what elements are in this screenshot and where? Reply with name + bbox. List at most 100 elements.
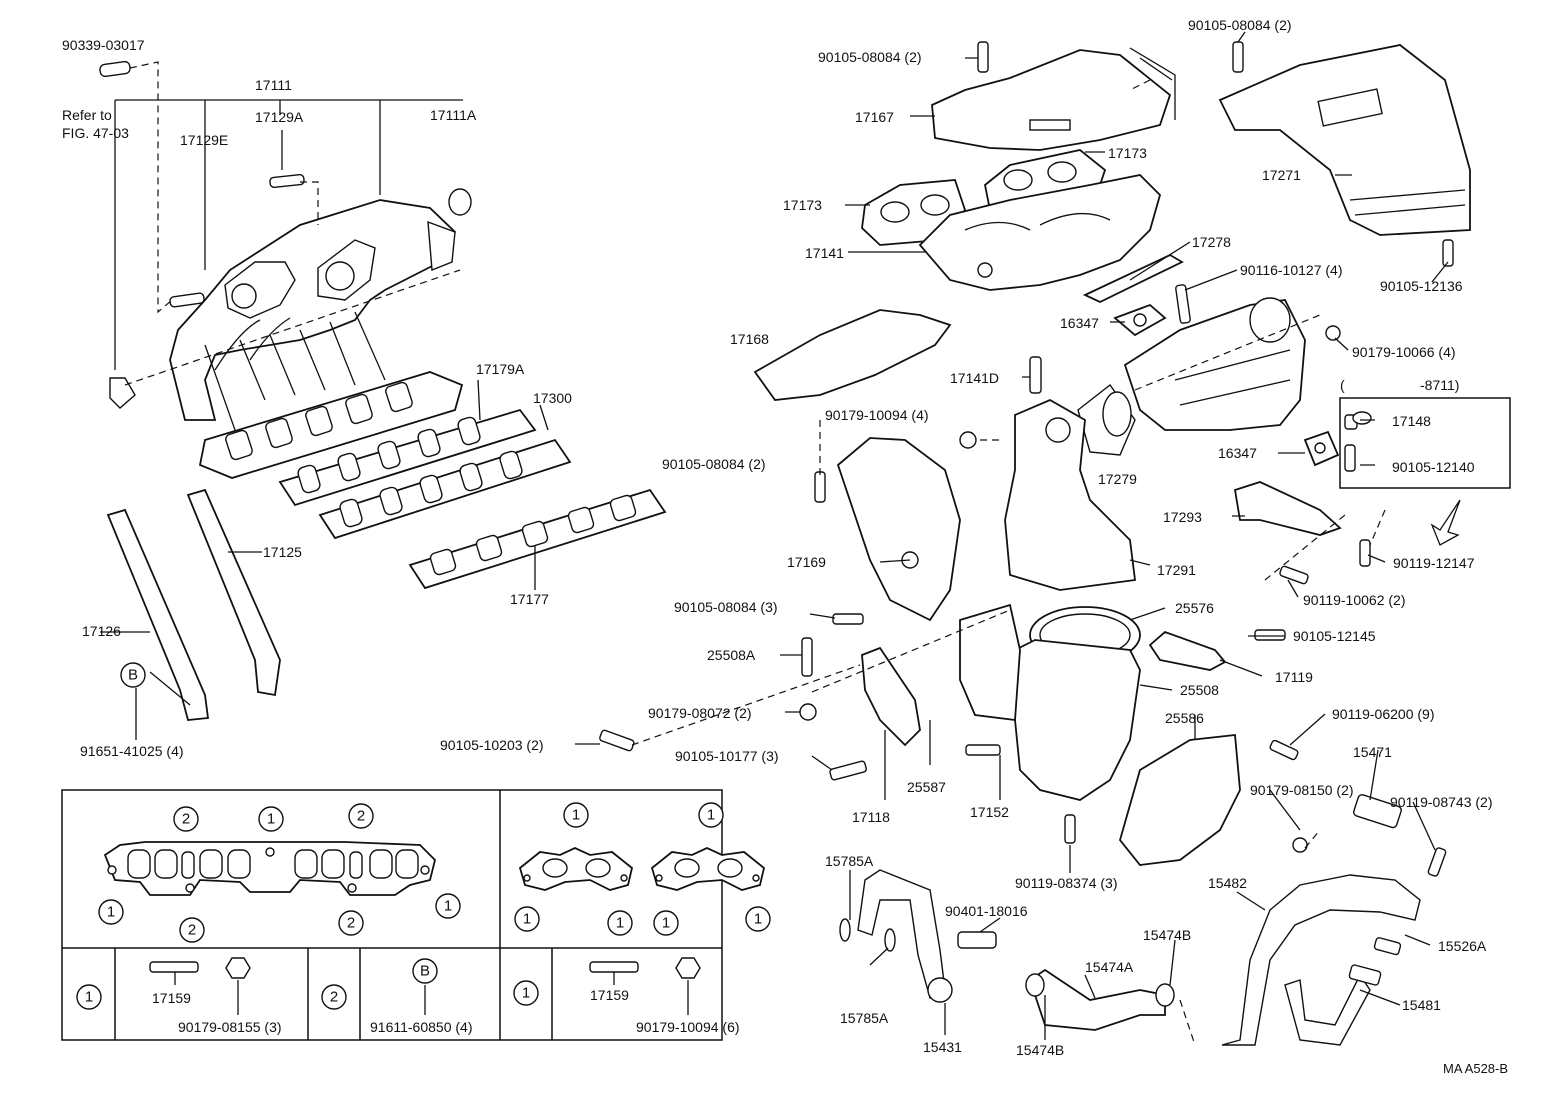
manifold-stay-17126 (106, 508, 210, 721)
label-15785A-top: 15785A (825, 853, 874, 869)
table-marker-B: B (412, 958, 438, 984)
pipe-15431 (857, 869, 953, 1003)
table-stud-17159-left: 17159 (152, 990, 191, 1006)
label-17141: 17141 (805, 245, 844, 261)
label-15431: 15431 (923, 1039, 962, 1055)
heat-insulator-25586 (1119, 734, 1241, 866)
stud-17141D (1029, 356, 1042, 394)
hose-17119 (1148, 630, 1227, 671)
label-17111: 17111 (255, 77, 292, 93)
catalytic-converter-25508 (1014, 639, 1141, 801)
water-hose-15481 (1284, 973, 1371, 1046)
table-nut-91611-60850: 91611-60850 (4) (370, 1019, 472, 1035)
hose-fitting (109, 377, 136, 409)
label-refer-to: Refer to (62, 107, 112, 123)
svg-text:1: 1 (523, 911, 531, 928)
svg-text:1: 1 (662, 915, 670, 932)
intake-manifold-17111 (169, 188, 472, 431)
label-90119-12147: 90119-12147 (1393, 555, 1475, 571)
label-90119-10062: 90119-10062 (2) (1303, 592, 1405, 608)
table-key-2: 2 (321, 984, 347, 1010)
table-circle-bottom-left-2: 2 (179, 917, 205, 943)
stud-90116-10127 (1175, 284, 1191, 324)
label-90105-10203: 90105-10203 (2) (440, 737, 544, 753)
label-90105-08084-3: 90105-08084 (3) (674, 599, 778, 615)
label-90339-03017: 90339-03017 (62, 37, 145, 53)
heat-insulator-25587 (959, 603, 1021, 722)
table-circle-bottom-left-3: 2 (338, 910, 364, 936)
intake-spacer-17300 (318, 438, 572, 540)
exhaust-pipe-17279 (1077, 383, 1136, 456)
table-circle-top-right-2: 1 (698, 802, 724, 828)
gasket-kit-table: 2 1 2 1 2 2 1 1 1 1 1 1 1 1 17159 90179-… (61, 789, 771, 1041)
label-90179-08150: 90179-08150 (2) (1250, 782, 1354, 798)
bracket-17169 (836, 437, 961, 622)
bolt-17129E (169, 292, 205, 308)
table-key-1-left: 1 (76, 984, 102, 1010)
label-17173-right: 17173 (1108, 145, 1147, 161)
label-90119-08743: 90119-08743 (2) (1390, 794, 1492, 810)
turbo-elbow-17291 (1004, 398, 1137, 591)
label-90179-10066: 90179-10066 (4) (1352, 344, 1456, 360)
label-90105-08084-mid: 90105-08084 (2) (662, 456, 766, 472)
label-90105-12140: 90105-12140 (1392, 459, 1475, 475)
label-25508: 25508 (1180, 682, 1219, 698)
table-key-1-right: 1 (513, 980, 539, 1006)
fasteners-right (599, 41, 1454, 1007)
label-17129A: 17129A (255, 109, 304, 125)
label-17173-left: 17173 (783, 197, 822, 213)
label-17141D: 17141D (950, 370, 999, 386)
svg-text:2: 2 (182, 811, 190, 828)
heat-insulator-17271 (1218, 44, 1471, 236)
svg-text:1: 1 (572, 807, 580, 824)
label-17293: 17293 (1163, 509, 1202, 525)
label-17126: 17126 (82, 623, 121, 639)
label-16347-upper: 16347 (1060, 315, 1099, 331)
water-pipe-15482 (1221, 874, 1421, 1046)
table-circle-bottom-left-1: 1 (98, 899, 124, 925)
label-90105-10177: 90105-10177 (3) (675, 748, 779, 764)
label-17129E: 17129E (180, 132, 228, 148)
exhaust-manifold-17141 (918, 174, 1162, 291)
label-16347-lower: 16347 (1218, 445, 1257, 461)
part-labels: 90339-03017 17111 Refer to FIG. 47-03 17… (62, 17, 1508, 1076)
label-25587: 25587 (907, 779, 946, 795)
gasket-16347-upper (1113, 303, 1167, 337)
heat-insulator-17167 (931, 47, 1176, 151)
label-15471: 15471 (1353, 744, 1392, 760)
label-open-paren: ( (1340, 377, 1345, 393)
label-17111A: 17111A (430, 107, 477, 123)
manifold-stay-17125 (186, 488, 281, 697)
heat-insulator-17168 (753, 309, 952, 401)
label-17300: 17300 (533, 390, 572, 406)
label-17167: 17167 (855, 109, 894, 125)
leader-lines-right (575, 31, 1449, 1046)
label-25586: 25586 (1165, 710, 1204, 726)
table-circle-bottom-left-4: 1 (435, 893, 461, 919)
bracket-17293 (1233, 481, 1342, 536)
intake-gasket-17177 (408, 488, 667, 590)
label-17291: 17291 (1157, 562, 1196, 578)
table-circle-top-left-3: 2 (348, 803, 374, 829)
stud-90339-03017 (99, 60, 131, 78)
label-drawing-code: MA A528-B (1443, 1061, 1508, 1076)
bracket-17118 (861, 646, 921, 747)
label-17119: 17119 (1275, 669, 1313, 685)
label-15474B-bottom: 15474B (1016, 1042, 1064, 1058)
label-91651-41025: 91651-41025 (4) (80, 743, 184, 759)
label-90105-12136: 90105-12136 (1380, 278, 1463, 294)
union-bolt-90401-18016 (957, 931, 997, 949)
table-circle-top-right-1: 1 (563, 802, 589, 828)
table-nut-90179-08155: 90179-08155 (3) (178, 1019, 282, 1035)
label-15474A: 15474A (1085, 959, 1134, 975)
label-17271: 17271 (1262, 167, 1301, 183)
label-25508A: 25508A (707, 647, 756, 663)
svg-text:B: B (128, 667, 138, 684)
label-90105-12145: 90105-12145 (1293, 628, 1376, 644)
label-90401-18016: 90401-18016 (945, 903, 1028, 919)
label-17179A: 17179A (476, 361, 525, 377)
label-17152: 17152 (970, 804, 1009, 820)
label-15481: 15481 (1402, 997, 1441, 1013)
label-90119-08374: 90119-08374 (3) (1015, 875, 1117, 891)
